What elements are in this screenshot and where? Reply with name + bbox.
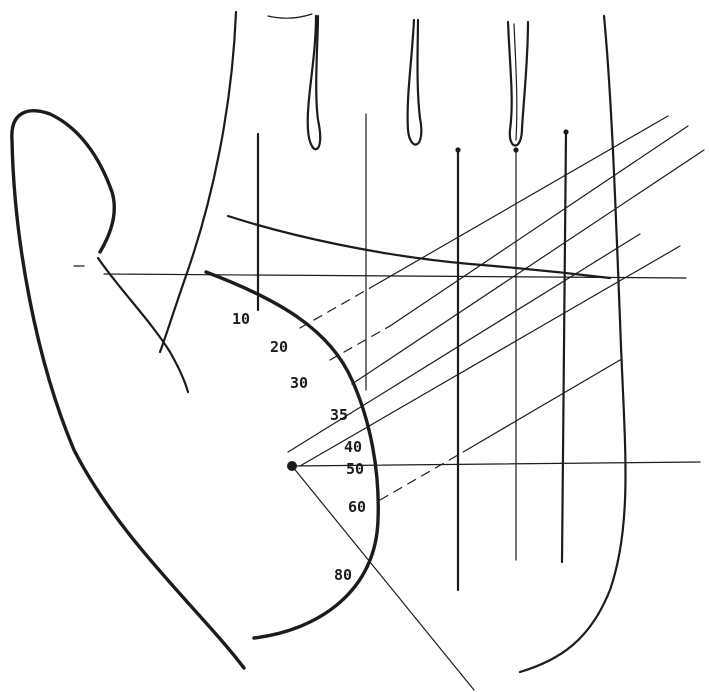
age-label-50: 50 (346, 460, 364, 478)
age-label-10: 10 (232, 310, 250, 328)
finger-loop-little (508, 22, 528, 146)
diagonal-line (470, 360, 620, 448)
diagonal-line (352, 150, 704, 384)
vertical-line-dot (513, 147, 518, 152)
vertical-line-outer (562, 132, 566, 562)
diagonal-line (300, 246, 680, 466)
age-label-80: 80 (334, 566, 352, 584)
index-finger-edge (160, 12, 236, 352)
finger-loop-ring (408, 20, 422, 145)
finger-loop-middle (308, 16, 320, 149)
vertical-line-dot (455, 147, 460, 152)
age-label-20: 20 (270, 338, 288, 356)
vertical-line-dot (563, 129, 568, 134)
age-label-30: 30 (290, 374, 308, 392)
thumb-crease (98, 258, 188, 392)
age-label-60: 60 (348, 498, 366, 516)
finger-loops (308, 16, 528, 149)
hand-outline (12, 12, 626, 672)
age-label-40: 40 (344, 438, 362, 456)
diagonal-line (300, 288, 370, 328)
horizontal-guides (104, 274, 700, 466)
top-tick (268, 14, 312, 18)
diagonal-line (380, 448, 470, 500)
age-label-35: 35 (330, 406, 348, 424)
finger-loop-little-inner (514, 24, 517, 140)
palm-right-edge (520, 16, 626, 672)
heart-line (228, 216, 610, 278)
vertical-guides (258, 114, 569, 590)
long-diagonal-line (292, 466, 474, 690)
